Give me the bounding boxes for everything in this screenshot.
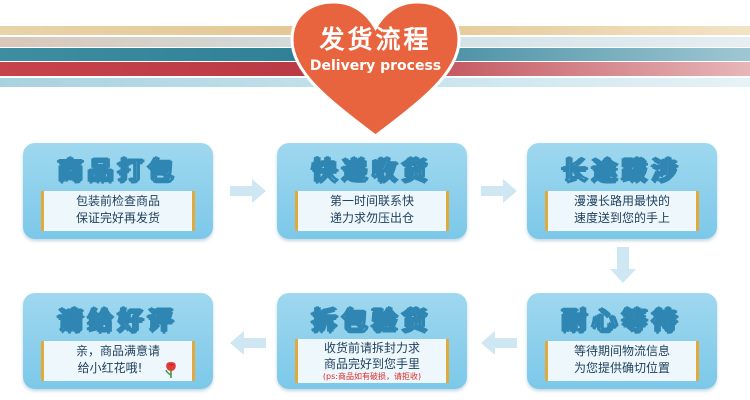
step-title: 请给好评 (57, 306, 178, 336)
step-line: 亲，商品满意请 (75, 344, 160, 358)
step-title: 商品打包 (57, 156, 178, 186)
heart-icon (290, 0, 461, 138)
step-card-inspect: 拆包验货 收货前请拆封力求 商品完好到您手里 (ps:商品如有破损，请拒收) (277, 293, 467, 389)
step-description: 等待期间物流信息 为您提供确切位置 (545, 341, 699, 381)
arrow-left-icon (230, 331, 266, 355)
step-card-transit: 长途跋涉 漫漫长路用最快的 速度送到您的手上 (527, 143, 717, 239)
step-title: 耐心等待 (561, 306, 682, 336)
step-description: 漫漫长路用最快的 速度送到您的手上 (545, 191, 699, 231)
step-line: 收货前请拆封力求 (323, 341, 420, 355)
arrow-right-icon (481, 179, 517, 203)
page-subtitle: Delivery process (309, 58, 442, 74)
step-line: 速度送到您的手上 (573, 211, 670, 225)
arrow-left-icon (481, 331, 517, 355)
arrow-down-icon (610, 247, 636, 283)
step-title: 拆包验货 (311, 306, 432, 336)
step-title: 长途跋涉 (561, 156, 682, 186)
step-line: 商品完好到您手里 (323, 357, 420, 371)
step-line: 包装前检查商品 (75, 194, 160, 208)
step-line: 递力求勿压出仓 (329, 211, 414, 225)
arrow-right-icon (230, 179, 266, 203)
step-card-wait: 耐心等待 等待期间物流信息 为您提供确切位置 (527, 293, 717, 389)
step-description: 包装前检查商品 保证完好再发货 (41, 191, 195, 231)
step-title: 快递收货 (311, 156, 432, 186)
step-card-review: 请给好评 亲，商品满意请 给小红花哦! (23, 293, 213, 389)
step-line: 第一时间联系快 (329, 194, 414, 208)
step-line: 给小红花哦! (77, 361, 143, 375)
step-note: (ps:商品如有破损，请拒收) (322, 372, 422, 381)
step-description: 第一时间联系快 递力求勿压出仓 (295, 191, 449, 231)
step-line: 漫漫长路用最快的 (573, 194, 670, 208)
step-card-courier: 快递收货 第一时间联系快 递力求勿压出仓 (277, 143, 467, 239)
step-card-pack: 商品打包 包装前检查商品 保证完好再发货 (23, 143, 213, 239)
step-line: 为您提供确切位置 (573, 361, 670, 375)
step-description: 收货前请拆封力求 商品完好到您手里 (ps:商品如有破损，请拒收) (295, 339, 449, 383)
red-flower-icon (165, 362, 176, 378)
step-line: 等待期间物流信息 (573, 344, 670, 358)
page-title: 发货流程 (319, 25, 432, 54)
step-line: 保证完好再发货 (75, 211, 160, 225)
